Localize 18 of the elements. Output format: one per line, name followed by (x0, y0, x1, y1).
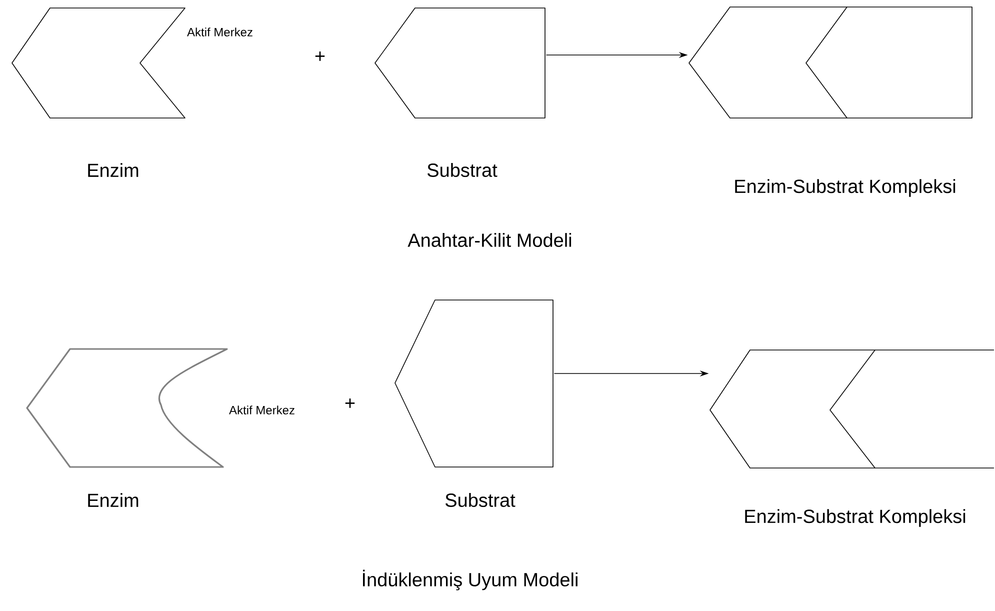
complex-drawing (710, 350, 994, 468)
enzyme-drawing (12, 8, 186, 118)
node-label: Enzim (88, 163, 138, 177)
model-title: İndüklenmiş Uyum Modeli (363, 570, 578, 590)
node-label: Aktif Merkez (187, 28, 252, 36)
plus-sign: + (345, 398, 355, 408)
node-label: Substrat (428, 163, 498, 177)
complex-drawing (688, 6, 972, 118)
node-label: Aktif Merkez (229, 406, 294, 414)
node-label: Enzim (88, 493, 138, 507)
enzyme-drawing (26, 348, 228, 468)
plus-sign: + (315, 52, 325, 61)
node-label: Substrat (446, 493, 516, 507)
substrate-drawing (374, 8, 546, 118)
node-label: Enzim-Substrat Kompleksi (735, 179, 956, 197)
node-label: Enzim-Substrat Kompleksi (745, 509, 966, 527)
model-title: Anahtar-Kilit Modeli (408, 233, 572, 247)
substrate-drawing (394, 300, 554, 468)
